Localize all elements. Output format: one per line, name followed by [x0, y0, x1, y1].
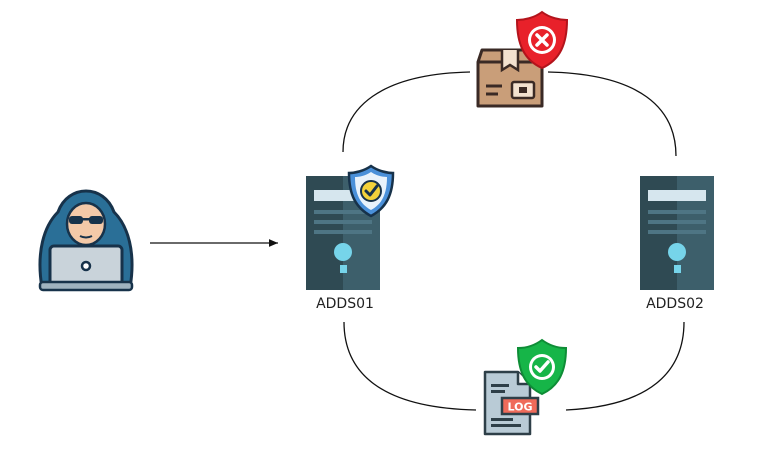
shield-check-icon	[515, 338, 569, 401]
server-label-adds01: ADDS01	[316, 296, 374, 312]
server-label-adds02: ADDS02	[646, 296, 704, 312]
bottom-right-arc	[565, 321, 685, 411]
bottom-left-arc	[343, 321, 477, 411]
server-icon	[640, 176, 714, 295]
package-icon	[476, 48, 544, 115]
log-file-icon: LOG	[482, 370, 540, 441]
top-left-arc	[342, 71, 471, 153]
hacker-icon	[34, 176, 138, 297]
shield-check-icon	[346, 164, 396, 223]
shield-x-icon	[514, 10, 570, 75]
log-badge-text: LOG	[508, 401, 533, 414]
top-right-arc	[547, 71, 677, 157]
